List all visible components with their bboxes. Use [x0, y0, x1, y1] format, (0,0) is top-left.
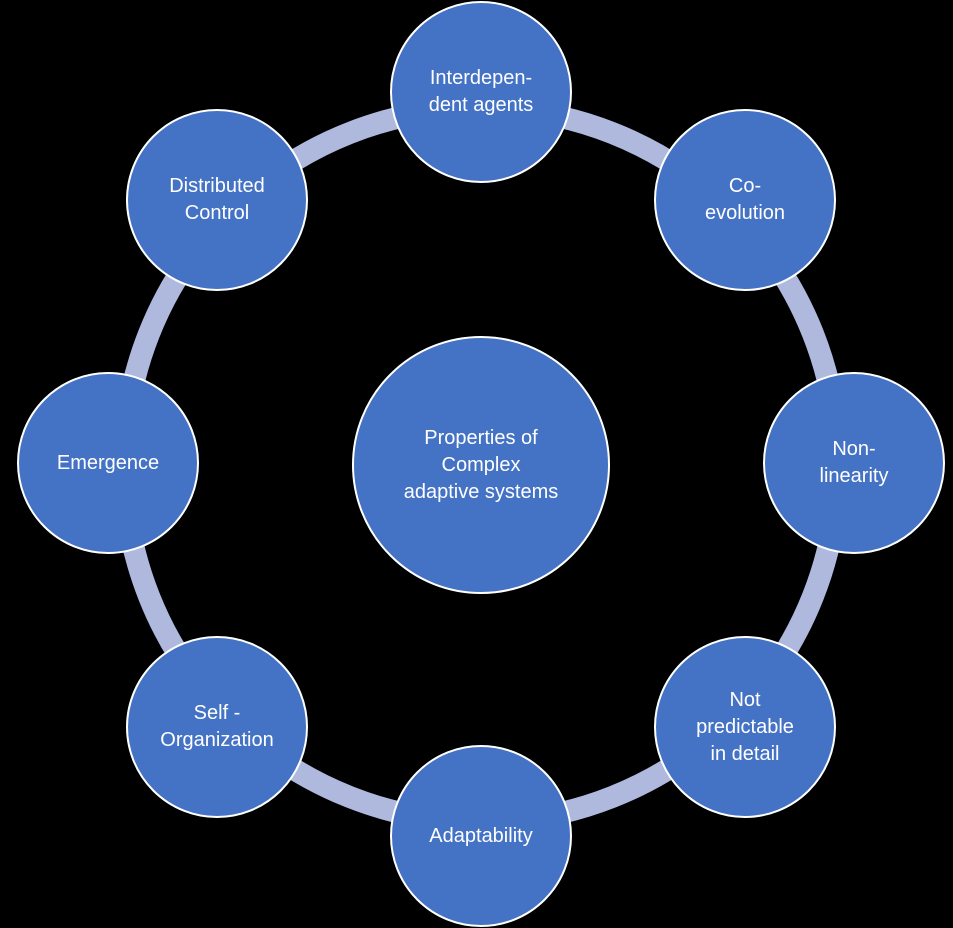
node-label-distributed-control: Distributed Control [169, 175, 265, 224]
node-interdependent-agents: Interdepen- dent agents [390, 1, 572, 183]
center-circle: Properties of Complex adaptive systems [352, 336, 610, 594]
node-label-non-linearity: Non- linearity [819, 438, 889, 487]
node-label-interdependent-agents: Interdepen- dent agents [428, 67, 534, 116]
node-non-linearity: Non- linearity [763, 372, 945, 554]
node-label-self-organization: Self - Organization [160, 702, 274, 751]
node-not-predictable-in-detail: Not predictable in detail [654, 636, 836, 818]
node-co-evolution: Co- evolution [654, 109, 836, 291]
node-emergence: Emergence [17, 372, 199, 554]
node-label-adaptability: Adaptability [429, 824, 533, 847]
node-label-co-evolution: Co- evolution [704, 175, 786, 224]
node-adaptability: Adaptability [390, 745, 572, 927]
node-label-emergence: Emergence [56, 451, 160, 474]
node-distributed-control: Distributed Control [126, 109, 308, 291]
node-label-not-predictable-in-detail: Not predictable in detail [696, 688, 794, 765]
center-label: Properties of Complex adaptive systems [403, 426, 559, 503]
node-self-organization: Self - Organization [126, 636, 308, 818]
